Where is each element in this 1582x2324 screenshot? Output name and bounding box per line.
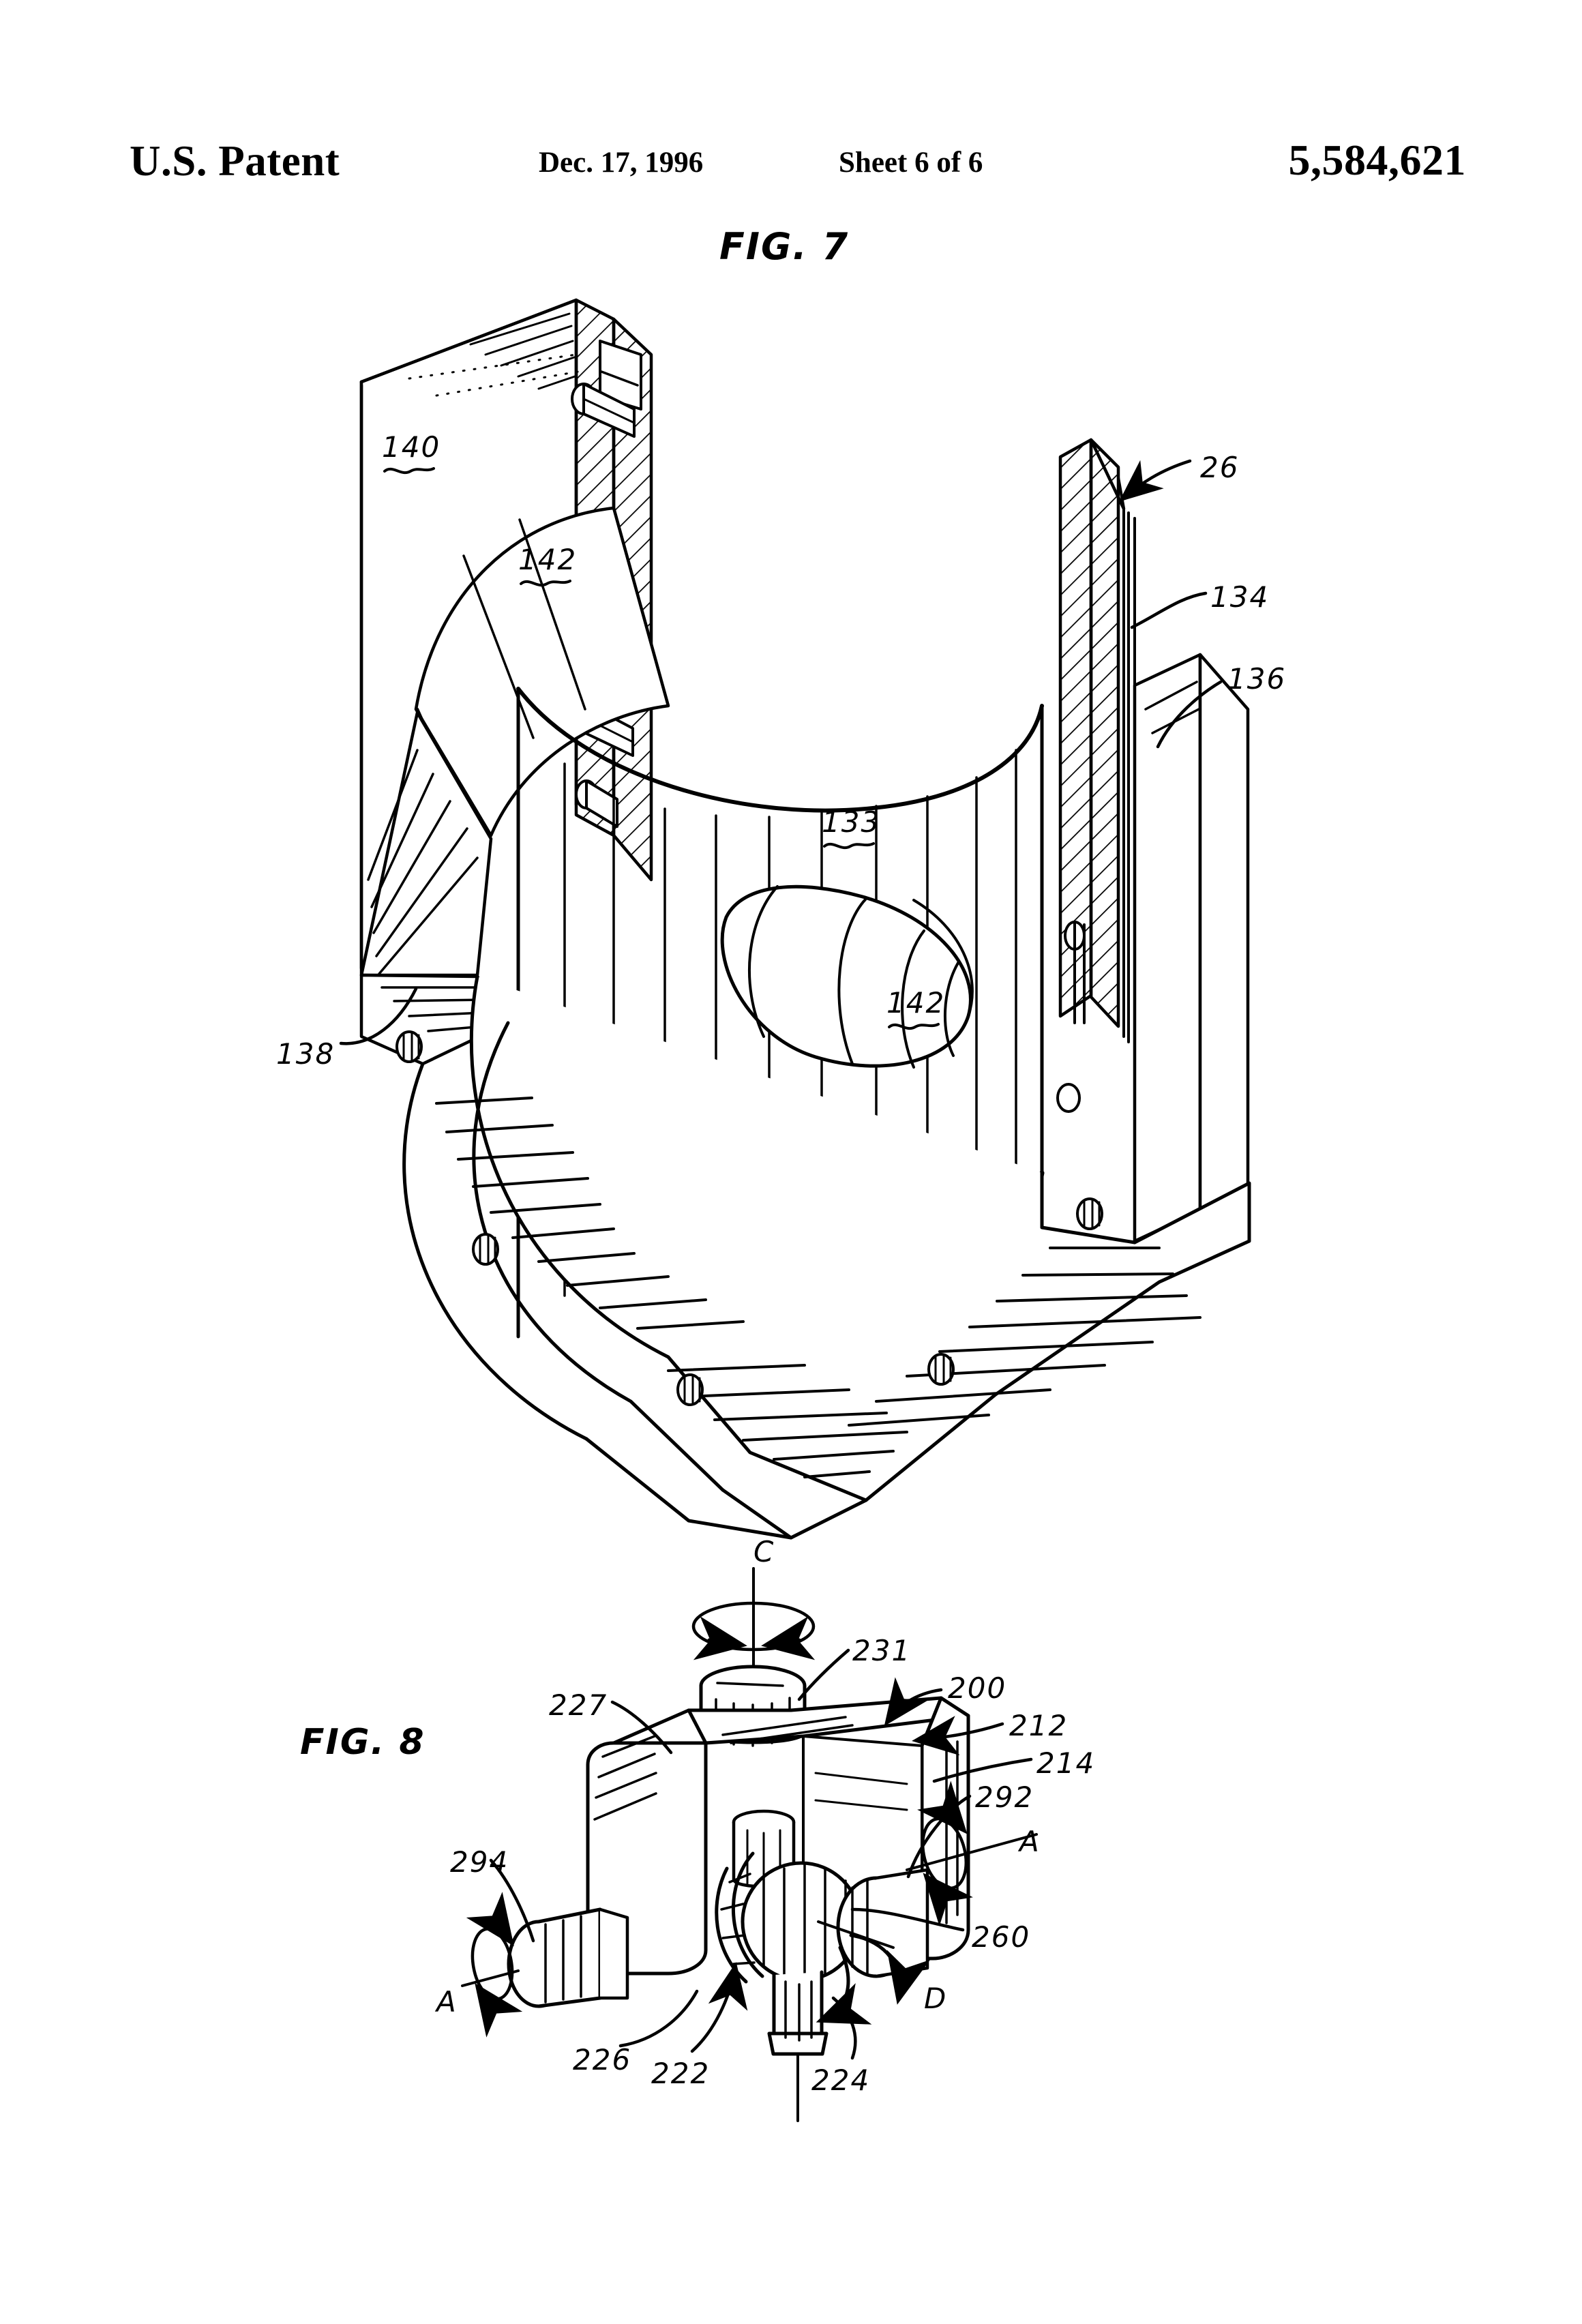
ref-numeral-224: 224: [811, 2064, 871, 2097]
ref-numeral-142: 142: [886, 986, 946, 1019]
patent-office-title: U.S. Patent: [130, 137, 340, 185]
figure-8-title: FIG. 8: [300, 1722, 426, 1763]
ref-numeral-133: 133: [822, 805, 881, 839]
ref-numeral-214: 214: [1036, 1746, 1096, 1780]
sheet-number: Sheet 6 of 6: [839, 147, 983, 179]
ref-underline-squiggle: [383, 467, 435, 474]
ref-numeral-a: A: [436, 1985, 456, 2018]
ref-numeral-26: 26: [1200, 451, 1240, 484]
ref-numeral-226: 226: [573, 2043, 632, 2076]
ref-numeral-c: C: [753, 1535, 774, 1568]
ref-numeral-231: 231: [852, 1634, 912, 1667]
ref-numeral-260: 260: [972, 1920, 1031, 1954]
ref-underline-squiggle: [823, 842, 875, 849]
ref-numeral-200: 200: [948, 1671, 1007, 1705]
ref-numeral-294: 294: [450, 1845, 509, 1879]
patent-number: 5,584,621: [1288, 136, 1466, 184]
ref-underline-squiggle: [520, 580, 571, 586]
ref-numeral-a: A: [1019, 1825, 1039, 1858]
ref-numeral-142: 142: [518, 543, 578, 576]
ref-numeral-222: 222: [651, 2057, 711, 2090]
ref-underline-squiggle: [888, 1023, 940, 1030]
ref-numeral-d: D: [924, 1982, 946, 2015]
ref-numeral-138: 138: [276, 1037, 335, 1071]
ref-numeral-227: 227: [549, 1688, 608, 1722]
ref-numeral-136: 136: [1227, 662, 1287, 696]
ref-numeral-140: 140: [382, 430, 441, 464]
ref-numeral-134: 134: [1210, 580, 1270, 614]
patent-header: U.S. Patent Dec. 17, 1996 Sheet 6 of 6 5…: [130, 136, 1466, 198]
figure-7-title: FIG. 7: [719, 225, 850, 268]
ref-numeral-212: 212: [1009, 1709, 1069, 1742]
ref-numeral-292: 292: [975, 1781, 1034, 1814]
patent-issue-date: Dec. 17, 1996: [539, 147, 704, 179]
